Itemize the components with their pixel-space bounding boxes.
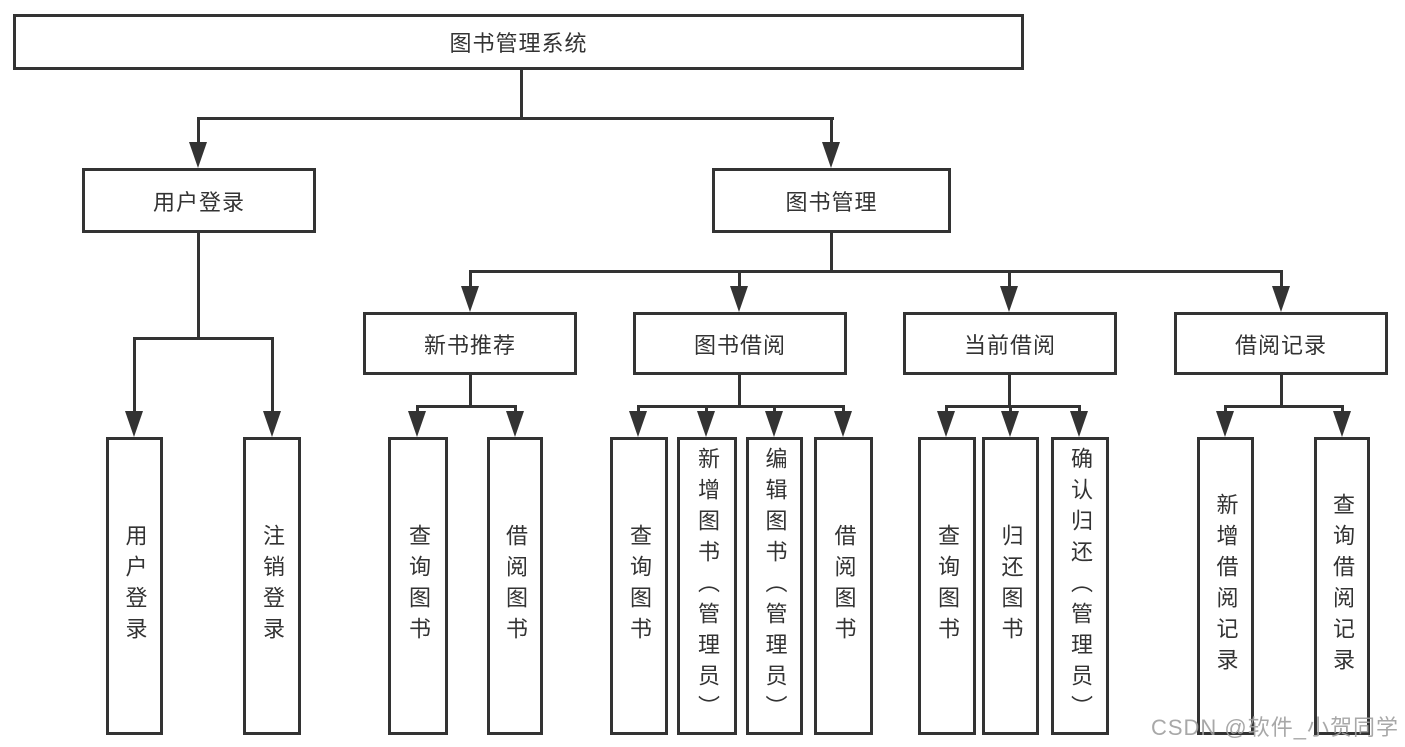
connector-line [637, 405, 845, 408]
leaf-confirm-return-admin: 确认归还（管理员） [1051, 437, 1109, 735]
csdn-watermark: CSDN @软件_小贺同学 [1150, 715, 1399, 740]
leaf-label: 注销登录 [260, 524, 285, 648]
leaf-label: 查询图书 [627, 524, 652, 648]
connector-line [197, 117, 834, 120]
arrow-down-icon [765, 411, 783, 437]
connector-line [133, 337, 136, 413]
leaf-user-login: 用户登录 [106, 437, 163, 735]
connector-line [945, 405, 948, 415]
leaf-edit-book-admin: 编辑图书（管理员） [746, 437, 803, 735]
arrow-down-icon [1333, 411, 1351, 437]
connector-line [416, 405, 419, 415]
leaf-query-books-recommend: 查询图书 [388, 437, 448, 735]
connector-line [1009, 405, 1012, 415]
leaf-label: 查询图书 [935, 524, 960, 648]
connector-line [1280, 270, 1283, 288]
arrow-down-icon [189, 142, 207, 168]
connector-line [271, 337, 274, 413]
leaf-query-books-current: 查询图书 [918, 437, 976, 735]
arrow-down-icon [629, 411, 647, 437]
connector-line [197, 233, 200, 340]
leaf-label: 归还图书 [998, 524, 1024, 648]
connector-line [1280, 375, 1283, 408]
leaf-query-borrow-record: 查询借阅记录 [1314, 437, 1370, 735]
leaf-add-book-admin: 新增图书（管理员） [677, 437, 737, 735]
leaf-borrow-books-recommend: 借阅图书 [487, 437, 543, 735]
node-book-management: 图书管理 [712, 168, 951, 233]
leaf-label: 新增图书（管理员） [695, 446, 720, 726]
connector-line [773, 405, 776, 415]
connector-line [830, 233, 833, 273]
connector-line [738, 375, 741, 408]
arrow-down-icon [834, 411, 852, 437]
arrow-down-icon [822, 142, 840, 168]
arrow-down-icon [1272, 286, 1290, 312]
arrow-down-icon [506, 411, 524, 437]
connector-line [1008, 270, 1011, 288]
leaf-label: 借阅图书 [831, 524, 857, 648]
connector-line [830, 117, 833, 144]
connector-line [416, 405, 517, 408]
leaf-label: 借阅图书 [503, 524, 528, 648]
connector-line [1224, 405, 1344, 408]
arrow-down-icon [408, 411, 426, 437]
leaf-logout: 注销登录 [243, 437, 301, 735]
node-user-login: 用户登录 [82, 168, 316, 233]
arrow-down-icon [937, 411, 955, 437]
connector-line [1341, 405, 1344, 415]
leaf-label: 用户登录 [122, 524, 148, 648]
arrow-down-icon [125, 411, 143, 437]
arrow-down-icon [730, 286, 748, 312]
leaf-query-books-borrowing: 查询图书 [610, 437, 668, 735]
connector-line [469, 270, 472, 288]
connector-line [469, 375, 472, 408]
leaf-label: 确认归还（管理员） [1068, 446, 1093, 726]
node-new-book-recommend: 新书推荐 [363, 312, 577, 375]
arrow-down-icon [263, 411, 281, 437]
leaf-add-borrow-record: 新增借阅记录 [1197, 437, 1254, 735]
arrow-down-icon [461, 286, 479, 312]
leaf-borrow-books-borrowing: 借阅图书 [814, 437, 873, 735]
arrow-down-icon [1216, 411, 1234, 437]
connector-line [514, 405, 517, 415]
leaf-label: 编辑图书（管理员） [762, 446, 788, 726]
connector-line [197, 117, 200, 144]
connector-line [520, 70, 523, 119]
arrow-down-icon [1000, 286, 1018, 312]
arrow-down-icon [697, 411, 715, 437]
connector-line [637, 405, 640, 415]
leaf-return-book: 归还图书 [982, 437, 1039, 735]
connector-line [1008, 375, 1011, 408]
connector-line [133, 337, 274, 340]
connector-line [842, 405, 845, 415]
connector-line [738, 270, 741, 288]
connector-line [945, 405, 1081, 408]
node-book-borrowing: 图书借阅 [633, 312, 847, 375]
connector-line [1224, 405, 1227, 415]
connector-line [705, 405, 708, 415]
leaf-label: 新增借阅记录 [1213, 493, 1239, 679]
leaf-label: 查询借阅记录 [1330, 493, 1355, 679]
connector-line [1078, 405, 1081, 415]
node-current-borrowing: 当前借阅 [903, 312, 1117, 375]
leaf-label: 查询图书 [406, 524, 431, 648]
node-borrowing-records: 借阅记录 [1174, 312, 1388, 375]
arrow-down-icon [1001, 411, 1019, 437]
connector-line [469, 270, 1283, 273]
arrow-down-icon [1070, 411, 1088, 437]
node-library-system: 图书管理系统 [13, 14, 1024, 70]
